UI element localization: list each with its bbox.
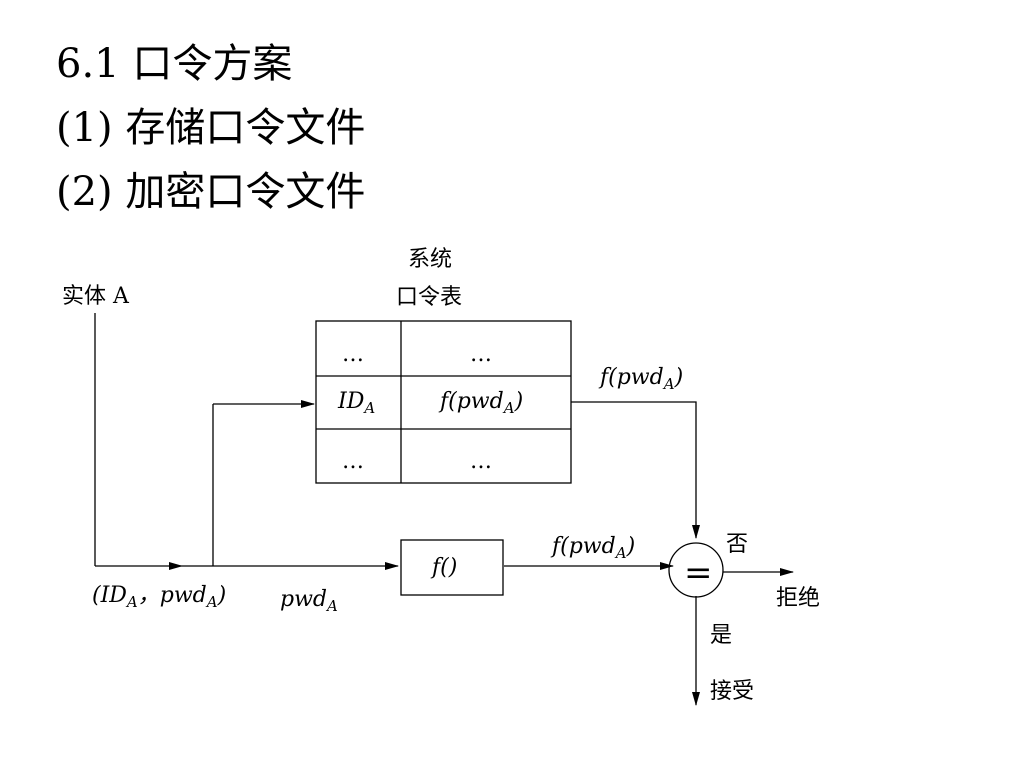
table-row-0-id: … bbox=[342, 342, 364, 367]
table-row-2-value: … bbox=[470, 449, 492, 474]
table-row-0-value: … bbox=[470, 342, 492, 367]
entity-label: 实体 A bbox=[62, 284, 130, 309]
table-row-1-value: f(pwdA) bbox=[438, 389, 523, 417]
table-title-line1: 系统 bbox=[408, 247, 452, 272]
hash-function-label: f() bbox=[430, 555, 457, 580]
comparator-symbol: = bbox=[684, 553, 713, 593]
table-title-line2: 口令表 bbox=[396, 285, 462, 310]
f-output-label: f(pwdA) bbox=[550, 534, 635, 562]
table-output-label: f(pwdA) bbox=[598, 365, 683, 393]
reject-label: 拒绝 bbox=[776, 586, 820, 611]
yes-label: 是 bbox=[710, 623, 732, 648]
table-row-2-id: … bbox=[342, 449, 364, 474]
no-label: 否 bbox=[726, 532, 748, 557]
comparator-circle bbox=[668, 542, 724, 598]
bullet-store-password-file: (1) 存储口令文件 bbox=[56, 105, 366, 151]
accept-label: 接受 bbox=[710, 679, 754, 704]
input-label: (IDA，pwdA) bbox=[92, 583, 226, 611]
section-title: 6.1 口令方案 bbox=[56, 41, 293, 87]
hash-function-box bbox=[400, 539, 504, 596]
flow-lines bbox=[94, 313, 794, 706]
table-row-1-id: IDA bbox=[337, 389, 375, 417]
pwd-label: pwdA bbox=[280, 587, 338, 615]
password-table bbox=[315, 320, 572, 484]
bullet-encrypt-password-file: (2) 加密口令文件 bbox=[56, 169, 366, 215]
